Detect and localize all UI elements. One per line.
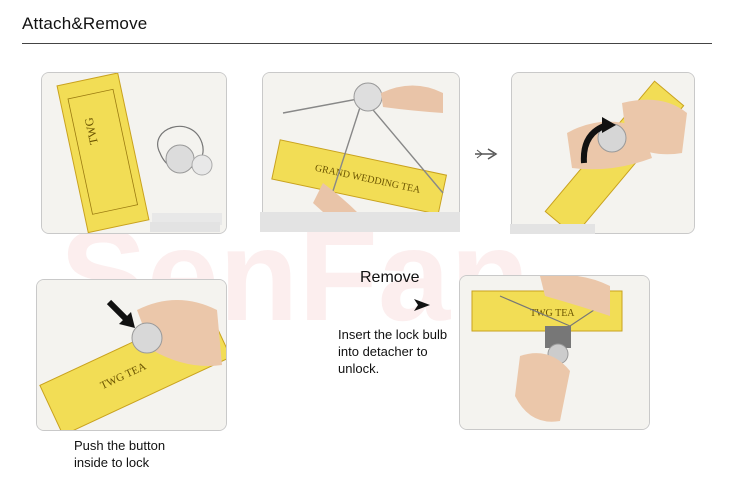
push-arrow-icon <box>106 299 135 328</box>
caption-placeholder-bar-3 <box>510 224 595 234</box>
photo-wrap-cable: GRAND WEDDING TEA <box>262 72 460 222</box>
rotate-arrow-icon <box>580 117 616 164</box>
attach-instruction-text: Push the button inside to lock <box>74 438 166 470</box>
svg-text:TWG: TWG <box>81 116 100 146</box>
remove-instruction: Insert the lock bulb into detacher to un… <box>338 326 460 377</box>
triangle-arrow-icon <box>414 299 430 311</box>
svg-text:TWG TEA: TWG TEA <box>530 308 575 319</box>
photo-box-with-tag: TWG <box>41 72 227 234</box>
photo-attach-lock <box>511 72 695 234</box>
photo-push-button: TWG TEA <box>36 279 227 431</box>
page-title: Attach&Remove <box>22 14 148 33</box>
caption-placeholder-bar <box>150 222 220 232</box>
remove-instruction-text: Insert the lock bulb into detacher to un… <box>338 327 448 376</box>
arrow-right-icon <box>475 148 498 160</box>
attach-instruction: Push the button inside to lock <box>74 437 194 471</box>
photo-detacher: TWG TEA <box>459 275 650 430</box>
header-divider <box>22 43 712 44</box>
remove-title: Remove <box>360 269 420 286</box>
caption-placeholder-bar-2 <box>260 212 460 232</box>
